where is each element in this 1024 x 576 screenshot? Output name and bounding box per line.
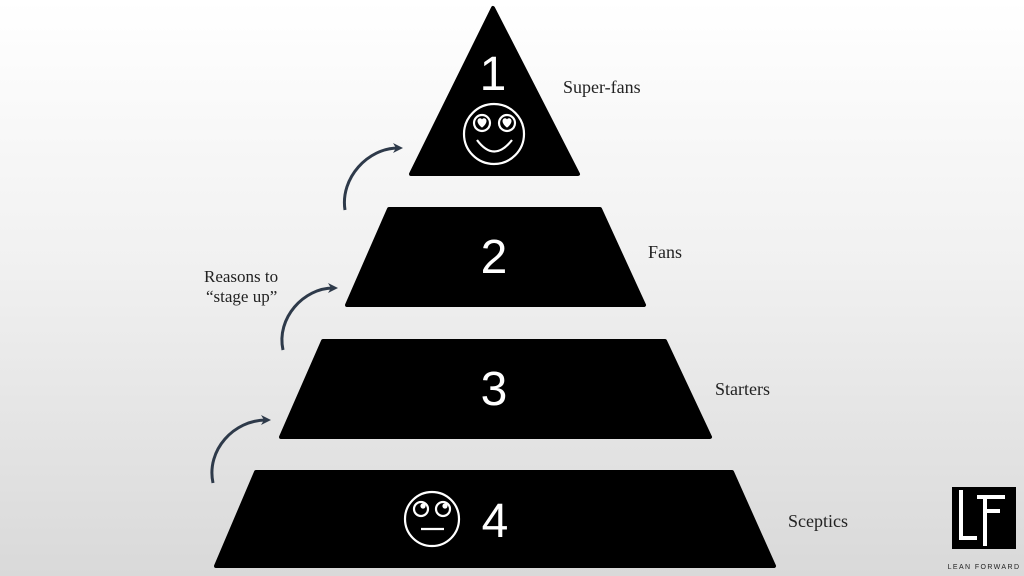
level-1-number: 1 [480, 48, 507, 101]
lean-forward-logo: LEAN FORWARD [948, 487, 1021, 571]
curved-up-arrow-icon [280, 283, 338, 351]
level-2-number: 2 [481, 231, 508, 284]
stage-up-note: Reasons to “stage up” [204, 267, 278, 307]
level-3-number: 3 [481, 363, 508, 416]
pyramid-level-3 [279, 339, 712, 439]
pyramid-level-2 [345, 207, 646, 307]
logo-text: LEAN FORWARD [948, 564, 1021, 571]
pyramid-level-1 [409, 6, 580, 176]
level-3-label: Starters [715, 379, 770, 399]
level-4-number: 4 [482, 495, 509, 548]
level-2-label: Fans [648, 242, 683, 262]
curved-up-arrow-icon [342, 143, 403, 211]
level-4-label: Sceptics [788, 511, 848, 531]
level-1-label: Super-fans [563, 77, 641, 97]
stage-up-note-line-1: Reasons to [204, 267, 279, 286]
heart-eyes-smiley-icon [462, 102, 526, 166]
neutral-face-icon [403, 490, 461, 548]
curved-up-arrow-icon [210, 415, 271, 484]
pyramid-level-4 [214, 470, 776, 568]
stage-up-note-line-2: “stage up” [206, 287, 278, 306]
